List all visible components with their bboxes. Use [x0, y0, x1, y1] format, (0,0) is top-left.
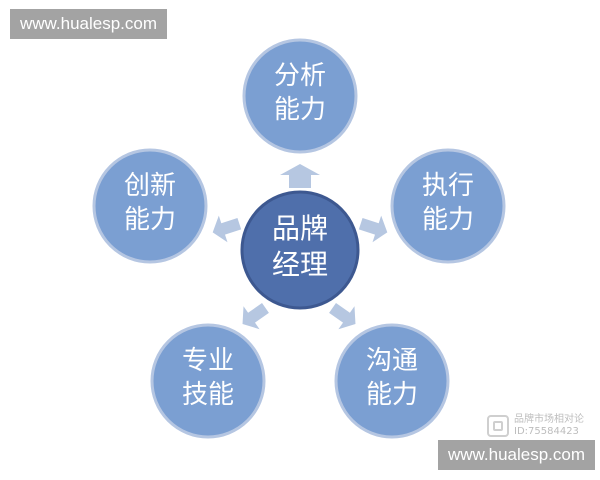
watermark-top: www.hualesp.com: [10, 9, 168, 39]
node-professional-line2: 技能: [182, 380, 234, 410]
node-center-line1: 品牌: [272, 212, 328, 245]
node-professional: 专业 技能: [150, 323, 266, 439]
corner-mark-line1: 品牌市场相对论: [514, 414, 584, 425]
logo-icon: [487, 415, 509, 437]
arrow-upper-left: [212, 215, 242, 243]
node-execution-line1: 执行: [422, 171, 474, 201]
node-center: 品牌 经理: [240, 190, 360, 310]
node-communication-line2: 能力: [366, 380, 418, 410]
node-execution: 执行 能力: [390, 148, 506, 264]
node-innovation-line2: 能力: [124, 205, 176, 235]
watermark-bottom: www.hualesp.com: [438, 440, 596, 470]
arrow-lower-right: [329, 303, 356, 330]
corner-mark-text: 品牌市场相对论 ID:75584423: [514, 414, 584, 438]
arrow-upper-right: [358, 215, 388, 243]
node-execution-line2: 能力: [422, 205, 474, 235]
node-innovation-line1: 创新: [124, 171, 176, 201]
corner-mark: 品牌市场相对论 ID:75584423: [487, 412, 599, 440]
node-communication-line1: 沟通: [366, 346, 418, 376]
arrow-up: [280, 164, 320, 188]
node-center-line2: 经理: [272, 248, 328, 281]
node-communication: 沟通 能力: [334, 323, 450, 439]
node-professional-line1: 专业: [182, 346, 234, 376]
node-analysis: 分析 能力: [242, 38, 358, 154]
node-analysis-line2: 能力: [274, 95, 326, 125]
node-analysis-line1: 分析: [274, 61, 326, 91]
corner-mark-line2: ID:75584423: [514, 426, 579, 437]
arrow-lower-left: [242, 303, 269, 330]
node-innovation: 创新 能力: [92, 148, 208, 264]
